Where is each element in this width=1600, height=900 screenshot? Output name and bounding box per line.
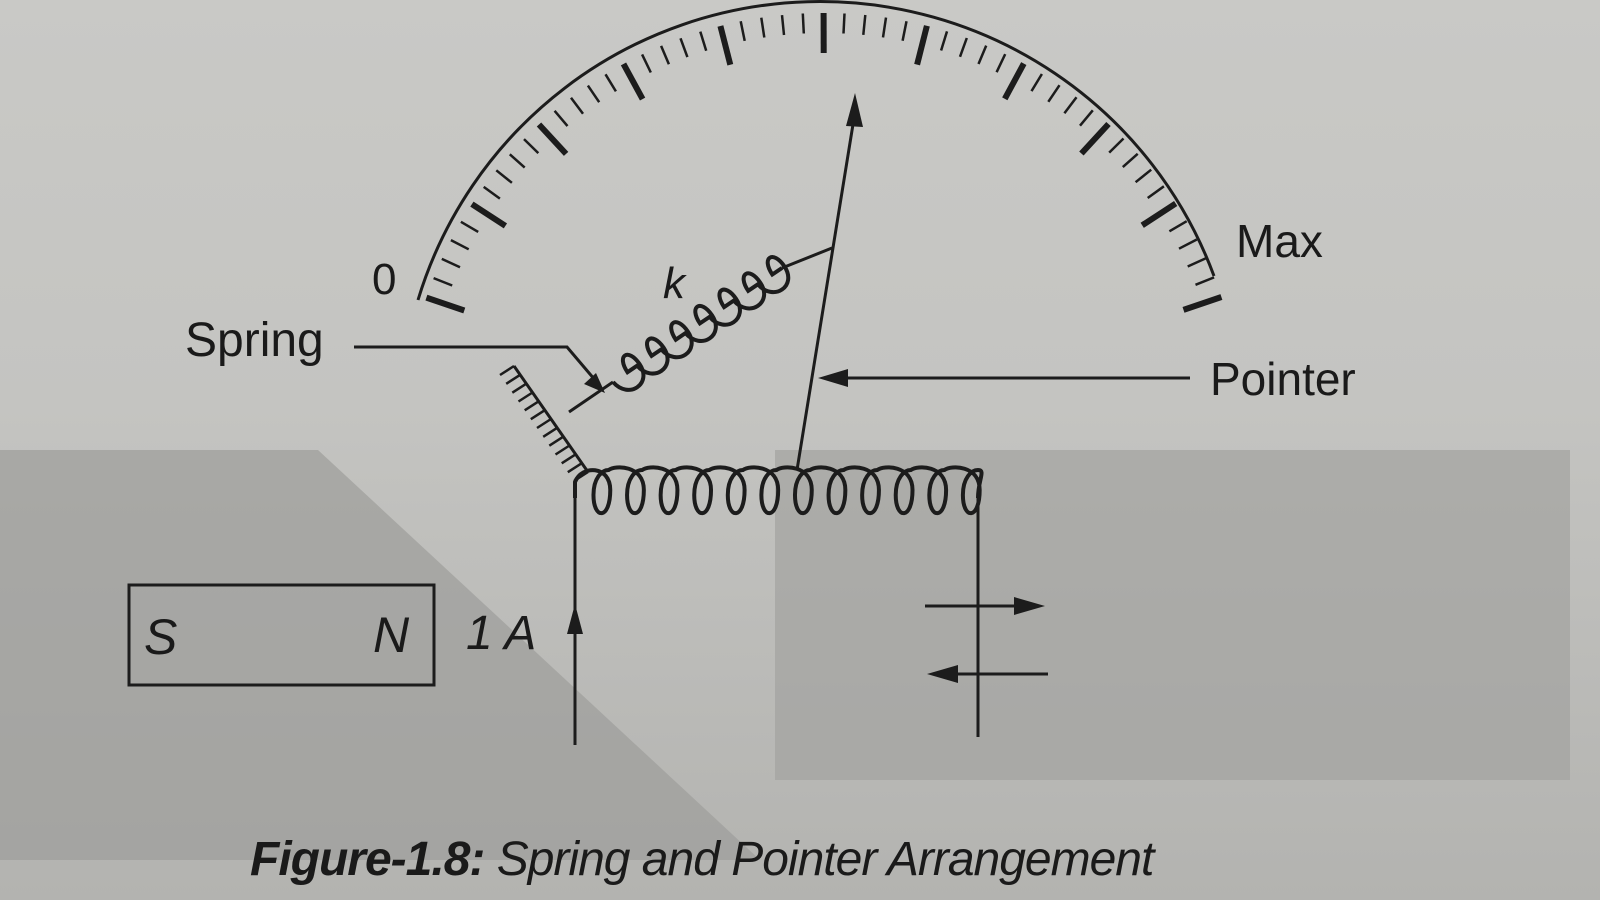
current-label: 1 A <box>466 607 537 660</box>
meter-scale <box>416 0 1223 314</box>
scale-arc <box>416 0 1216 301</box>
magnet <box>127 583 436 687</box>
minor-tick <box>523 138 540 154</box>
major-tick <box>425 294 466 314</box>
spring-leader <box>354 345 605 393</box>
major-tick <box>1182 294 1223 313</box>
major-tick <box>470 201 508 229</box>
pointer-leader <box>818 369 1190 387</box>
minor-tick <box>553 109 569 127</box>
minor-tick <box>1146 185 1165 200</box>
minor-tick <box>441 257 461 269</box>
hatch-line <box>542 426 558 438</box>
minor-tick <box>739 21 746 42</box>
minor-tick <box>1030 73 1043 92</box>
hatch-line <box>505 373 521 385</box>
minor-tick <box>604 73 617 93</box>
spring-coils <box>611 255 791 392</box>
force-arrows <box>925 597 1048 683</box>
minor-tick <box>995 53 1007 73</box>
minor-tick <box>495 169 513 184</box>
major-tick <box>1002 62 1027 101</box>
control-spring <box>568 246 833 414</box>
major-tick <box>620 62 646 101</box>
major-tick <box>717 25 734 66</box>
minor-tick <box>842 13 846 34</box>
minor-tick <box>1195 276 1215 286</box>
major-tick <box>1079 121 1111 156</box>
major-tick <box>536 122 569 156</box>
minor-tick <box>780 14 786 36</box>
minor-tick <box>679 37 689 58</box>
minor-tick <box>482 185 501 200</box>
minor-tick <box>862 14 867 36</box>
spring-anchor <box>499 364 590 483</box>
minor-tick <box>1134 168 1152 184</box>
figure-caption-label: Figure-1.8: <box>250 833 485 886</box>
minor-tick <box>760 17 766 38</box>
coil-loops <box>573 465 984 516</box>
figure-caption: Figure-1.8: Spring and Pointer Arrangeme… <box>250 832 1155 887</box>
minor-tick <box>433 276 453 287</box>
major-tick <box>914 25 930 66</box>
hatch-line <box>511 382 527 394</box>
minor-tick <box>659 45 671 65</box>
minor-tick <box>977 45 988 65</box>
hatch-line <box>517 391 534 403</box>
minor-tick <box>450 238 470 251</box>
hatch-line <box>536 417 552 430</box>
minor-tick <box>1168 220 1188 233</box>
spring-constant-label: k <box>663 259 685 308</box>
scale-min-label: 0 <box>372 255 397 304</box>
hatch-line <box>554 444 571 456</box>
pointer-arrowhead <box>846 93 863 127</box>
hatch-line <box>499 364 515 377</box>
minor-tick <box>508 153 526 169</box>
scale-ticks <box>425 12 1223 314</box>
scale-max-label: Max <box>1236 215 1323 267</box>
minor-tick <box>1178 238 1198 250</box>
major-tick <box>1140 200 1178 228</box>
minor-tick <box>699 31 708 52</box>
hatch-line <box>561 453 577 465</box>
minor-tick <box>801 13 806 34</box>
hatch-line <box>524 400 540 412</box>
minor-tick <box>1187 257 1207 268</box>
minor-tick <box>586 84 601 103</box>
minor-tick <box>1047 84 1061 103</box>
minor-tick <box>901 20 908 42</box>
magnet-south-label: S <box>144 609 178 665</box>
minor-tick <box>1079 109 1094 127</box>
hatch-line <box>548 435 564 447</box>
hatch-line <box>530 409 546 421</box>
minor-tick <box>1121 152 1139 169</box>
minor-tick <box>939 31 949 51</box>
minor-tick <box>1108 137 1125 154</box>
shaded-region-right <box>775 450 1570 780</box>
pointer-label: Pointer <box>1210 353 1356 405</box>
hatch-line <box>567 462 583 474</box>
minor-tick <box>640 53 652 74</box>
minor-tick <box>570 97 584 115</box>
minor-tick <box>1063 96 1078 115</box>
pointer <box>795 93 863 471</box>
minor-tick <box>881 17 888 38</box>
spring-label: Spring <box>185 314 324 367</box>
minor-tick <box>460 220 479 233</box>
current-arrow <box>567 604 583 634</box>
figure-caption-text: Spring and Pointer Arrangement <box>484 833 1155 886</box>
shaded-region-left <box>0 450 760 860</box>
magnet-north-label: N <box>373 607 410 663</box>
minor-tick <box>958 37 968 58</box>
